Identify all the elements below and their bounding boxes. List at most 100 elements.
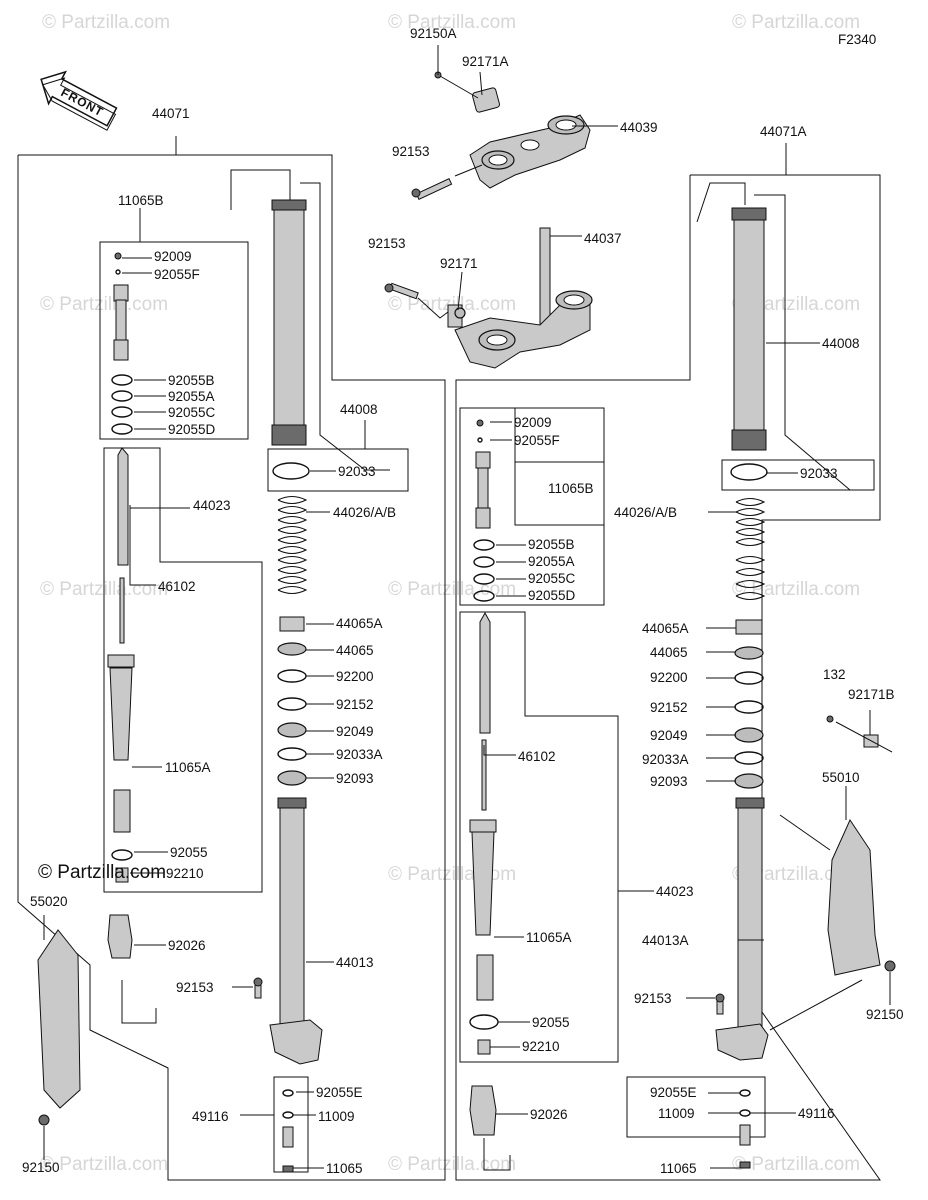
watermark: © Partzilla.com [388,1154,516,1175]
label-92033A-right[interactable]: 92033A [642,752,689,767]
label-55010[interactable]: 55010 [822,770,860,785]
label-92049-right[interactable]: 92049 [650,728,688,743]
label-92153-right[interactable]: 92153 [634,991,672,1006]
label-92009-right[interactable]: 92009 [514,415,552,430]
label-92210-right[interactable]: 92210 [522,1039,560,1054]
label-44023-right[interactable]: 44023 [656,884,694,899]
label-92171B[interactable]: 92171B [848,687,895,702]
watermark: © Partzilla.com [40,1154,168,1175]
damper-rod-right [469,611,499,1055]
watermark: © Partzilla.com [388,579,516,600]
label-11009-left[interactable]: 11009 [318,1109,355,1124]
label-92055C-left[interactable]: 92055C [168,405,216,420]
label-92150A[interactable]: 92150A [410,26,457,41]
inner-tube-right [715,797,769,1061]
label-92055D-left[interactable]: 92055D [168,422,216,437]
label-44071A[interactable]: 44071A [760,124,807,139]
label-92055F-right[interactable]: 92055F [514,433,560,448]
label-11065B-right[interactable]: 11065B [548,481,594,496]
label-44013[interactable]: 44013 [336,955,374,970]
label-92033-left[interactable]: 92033 [338,464,376,479]
label-92055-left[interactable]: 92055 [170,845,208,860]
watermark: © Partzilla.com [388,864,516,885]
label-44023-left[interactable]: 44023 [193,498,231,513]
label-44008-right[interactable]: 44008 [822,336,860,351]
label-46102-left[interactable]: 46102 [158,579,196,594]
label-92171A[interactable]: 92171A [462,54,509,69]
label-44065A-right[interactable]: 44065A [642,621,689,636]
label-92150-left[interactable]: 92150 [22,1160,60,1175]
label-92055D-right[interactable]: 92055D [528,588,576,603]
label-44039[interactable]: 44039 [620,120,658,135]
label-92026-left[interactable]: 92026 [168,938,206,953]
label-44065A-left[interactable]: 44065A [336,616,383,631]
label-92026-right[interactable]: 92026 [530,1107,568,1122]
label-55020[interactable]: 55020 [30,894,68,909]
label-44037[interactable]: 44037 [584,231,622,246]
bolt-92153-mid-icon [384,282,449,319]
label-44065-right[interactable]: 44065 [650,645,688,660]
label-11065A-right[interactable]: 11065A [526,930,572,945]
bottom-valve-box-right [626,1076,766,1138]
label-11009-right[interactable]: 11009 [658,1106,695,1121]
leader-lines [43,45,891,1169]
label-92152-left[interactable]: 92152 [336,697,374,712]
label-92033-right[interactable]: 92033 [800,466,838,481]
label-92009-left[interactable]: 92009 [154,249,192,264]
label-92049-left[interactable]: 92049 [336,724,374,739]
label-11065-left[interactable]: 11065 [326,1161,363,1176]
fork-spring-right [735,497,766,601]
label-46102-right[interactable]: 46102 [518,749,556,764]
axle-bolt-right-icon [715,993,725,1015]
bottom-valve-box-left [273,1076,309,1173]
label-49116-left[interactable]: 49116 [192,1109,229,1124]
seal-stack-left [277,616,307,786]
label-44013A[interactable]: 44013A [642,933,689,948]
label-92055B-left[interactable]: 92055B [168,373,215,388]
axle-bolt-left-icon [253,977,263,999]
label-92033A-left[interactable]: 92033A [336,747,383,762]
bolt-132-clamp-icon [826,710,893,753]
label-92055-right[interactable]: 92055 [532,1015,570,1030]
label-92055C-right[interactable]: 92055C [528,571,576,586]
label-92150-right[interactable]: 92150 [866,1007,904,1022]
label-92200-left[interactable]: 92200 [336,669,374,684]
damper-valve-left [111,252,133,435]
label-92152-right[interactable]: 92152 [650,700,688,715]
label-92055F-left[interactable]: 92055F [154,267,200,282]
label-11065A-left[interactable]: 11065A [165,760,211,775]
label-92055E-right[interactable]: 92055E [650,1085,697,1100]
label-92210-left[interactable]: 92210 [166,866,204,881]
steering-stem [447,227,593,369]
fork-guard-right [769,814,896,1031]
label-44065-left[interactable]: 44065 [336,643,374,658]
label-44026-left[interactable]: 44026/A/B [333,505,396,520]
watermark: © Partzilla.com [42,12,170,33]
label-92153-mid[interactable]: 92153 [368,236,406,251]
label-92055A-left[interactable]: 92055A [168,389,215,404]
seal-stack-right [734,619,764,789]
label-11065B-left[interactable]: 11065B [118,193,164,208]
watermark: © Partzilla.com [732,579,860,600]
label-92093-right[interactable]: 92093 [650,774,688,789]
label-11065-right[interactable]: 11065 [660,1161,697,1176]
watermark: © Partzilla.com [388,12,516,33]
label-44071[interactable]: 44071 [152,106,190,121]
label-44008-left[interactable]: 44008 [340,402,378,417]
label-49116-right[interactable]: 49116 [798,1106,835,1121]
base-valve-right [469,1085,511,1171]
label-92055B-right[interactable]: 92055B [528,537,575,552]
fork-guard-left [37,929,81,1126]
label-92055E-left[interactable]: 92055E [316,1085,363,1100]
part-labels: 92150A 92171A 44039 92153 44037 92153 92… [22,26,904,1176]
label-92093-left[interactable]: 92093 [336,771,374,786]
label-132[interactable]: 132 [823,667,846,682]
label-92200-right[interactable]: 92200 [650,670,688,685]
front-arrow-icon: FRONT [40,70,118,131]
label-92153-left[interactable]: 92153 [176,980,214,995]
cartridge-box-left [99,241,249,440]
label-44026-right[interactable]: 44026/A/B [614,505,677,520]
label-92171[interactable]: 92171 [440,256,478,271]
label-92055A-right[interactable]: 92055A [528,554,575,569]
label-92153-upper[interactable]: 92153 [392,144,430,159]
